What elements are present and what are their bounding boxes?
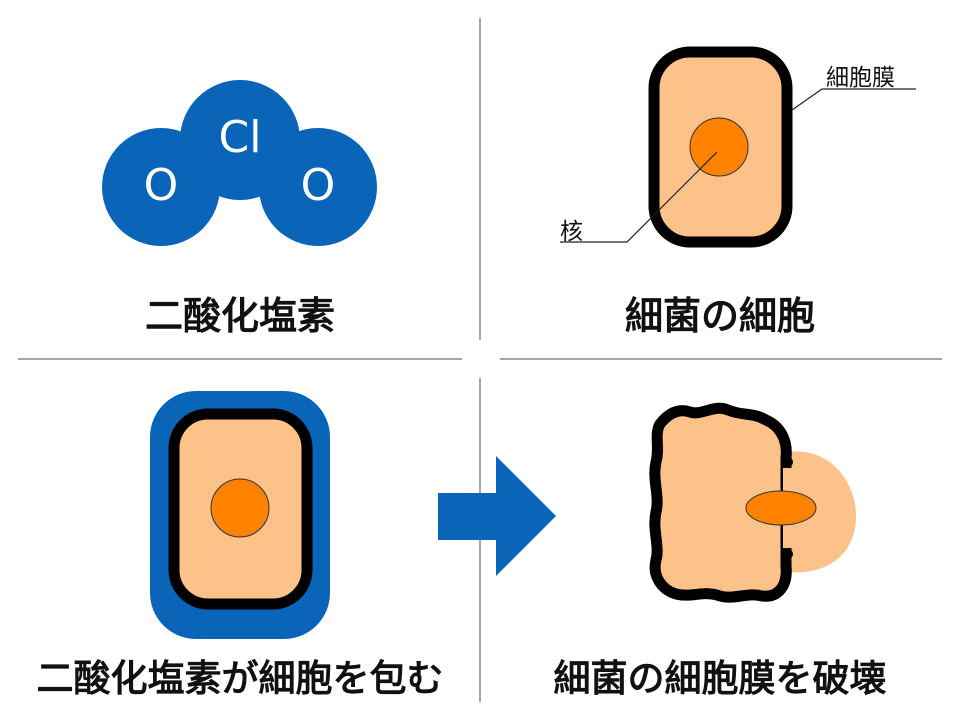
nucleus-label: 核 xyxy=(560,219,583,245)
membrane-leader-line xyxy=(791,88,916,111)
membrane-fragment-bottom xyxy=(783,549,793,559)
caption-destroys-membrane: 細菌の細胞膜を破壊 xyxy=(553,657,887,700)
membrane-label: 細胞膜 xyxy=(826,65,895,91)
destroyed-cell xyxy=(649,402,856,603)
chlorine-dioxide-molecule xyxy=(102,80,377,246)
bacterial-cell xyxy=(560,46,916,248)
oxygen-atom-left xyxy=(102,128,220,246)
right-arrow-icon xyxy=(438,456,556,576)
caption-chlorine-dioxide: 二酸化塩素 xyxy=(144,294,335,338)
oxygen-atom-left-label: O xyxy=(143,160,179,211)
damaged-nucleus xyxy=(745,490,817,526)
oxygen-atom-right-label: O xyxy=(300,160,336,211)
wrapped-cell xyxy=(150,391,330,639)
nucleus-leader-line xyxy=(560,151,718,243)
damaged-membrane xyxy=(649,402,792,603)
oxygen-atom-right xyxy=(259,128,377,246)
caption-bacterial-cell: 細菌の細胞 xyxy=(624,294,815,338)
caption-wraps-cell: 二酸化塩素が細胞を包む xyxy=(36,657,444,700)
cell-nucleus xyxy=(689,117,749,177)
membrane-fragment-top xyxy=(783,457,793,467)
chlorine-atom-label: Cl xyxy=(218,112,262,163)
wrapped-cell-nucleus xyxy=(210,478,270,538)
leaking-cytoplasm xyxy=(786,451,856,573)
